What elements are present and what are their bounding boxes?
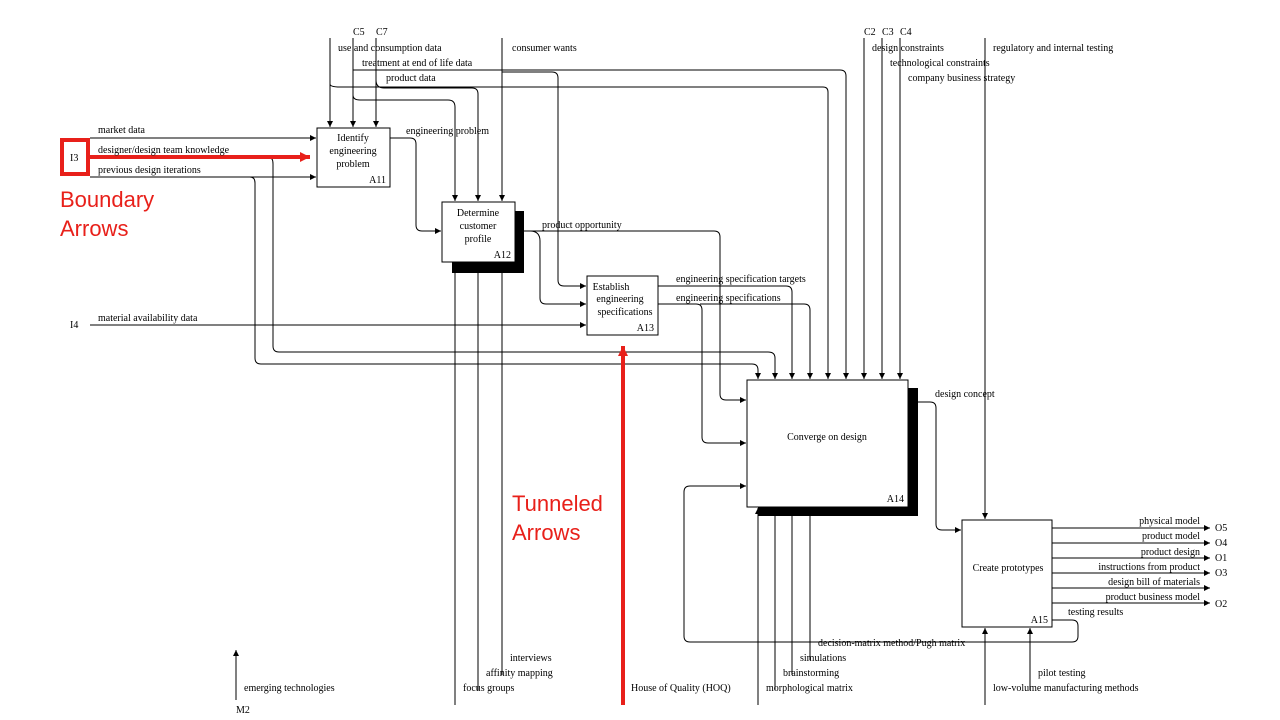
arrow-treatment-a12 (352, 94, 458, 201)
label-product-model: product model (1142, 531, 1200, 542)
code-o4: O4 (1215, 538, 1227, 549)
label-regulatory: regulatory and internal testing (993, 43, 1113, 54)
activity-a14[interactable]: Converge on design A14 (746, 379, 918, 516)
label-design-concept: design concept (935, 389, 995, 400)
label-business-strategy: company business strategy (908, 73, 1015, 84)
label-market-data: market data (98, 125, 145, 136)
label-material-data: material availability data (98, 313, 198, 324)
label-design-constraints: design constraints (872, 43, 944, 54)
code-c3: C3 (882, 27, 894, 38)
activity-a15[interactable]: Create prototypes A15 (961, 519, 1053, 628)
boundary-codes: C5 C7 C2 C3 C4 I3 I4 M2 O5 O4 O1 O3 O2 (70, 27, 1227, 716)
i3-highlight-box (60, 138, 90, 176)
arrow-team-knowledge-a14 (269, 157, 778, 379)
label-focus-groups: focus groups (463, 683, 514, 694)
a15-line-1: Create prototypes (973, 563, 1044, 574)
label-spec-targets: engineering specification targets (676, 274, 806, 285)
a14-line-1: Converge on design (787, 432, 867, 443)
label-hoq: House of Quality (HOQ) (631, 683, 731, 694)
label-brainstorming: brainstorming (783, 668, 839, 679)
red-highlights (60, 138, 628, 705)
arrow-design-concept (908, 401, 961, 533)
arrow-spec-targets (658, 285, 795, 379)
arrow-top-long (353, 69, 849, 379)
label-decision-matrix: decision-matrix method/Pugh matrix (818, 638, 965, 649)
label-low-volume: low-volume manufacturing methods (993, 683, 1139, 694)
code-c5: C5 (353, 27, 365, 38)
label-physical-model: physical model (1139, 516, 1200, 527)
arrow-labels: use and consumption data treatment at en… (98, 43, 1200, 694)
label-specs: engineering specifications (676, 293, 781, 304)
a13-line-3: specifications (598, 307, 653, 318)
a12-id: A12 (494, 250, 511, 261)
a13-id: A13 (637, 323, 654, 334)
arrow-consumer-wants-a14 (502, 71, 586, 289)
arrow-use-consumption-a14 (329, 83, 831, 379)
code-i4: I4 (70, 320, 78, 331)
a13-line-2: engineering (596, 294, 643, 305)
label-product-design: product design (1141, 547, 1200, 558)
arrow-specs-a14-top (700, 303, 813, 379)
arrow-testing-feedback (683, 483, 1079, 643)
label-treatment-eol: treatment at end of life data (362, 58, 473, 69)
arrow-specs (658, 303, 746, 446)
label-product-data: product data (386, 73, 436, 84)
code-o2: O2 (1215, 599, 1227, 610)
a12-line-2: customer (460, 221, 497, 232)
label-bom: design bill of materials (1108, 577, 1200, 588)
label-consumer-wants: consumer wants (512, 43, 577, 54)
label-interviews: interviews (510, 653, 552, 664)
arrow-engineering-problem (390, 137, 441, 234)
label-testing-results: testing results (1068, 607, 1123, 618)
label-team-knowledge: designer/design team knowledge (98, 145, 230, 156)
a12-line-3: profile (465, 234, 492, 245)
a13-line-1: Establish (593, 282, 630, 293)
a11-line-3: problem (336, 159, 370, 170)
arrow-a12-a13 (529, 230, 586, 307)
label-engineering-problem: engineering problem (406, 126, 489, 137)
code-o1: O1 (1215, 553, 1227, 564)
a15-id: A15 (1031, 615, 1048, 626)
callout-boundary-line-2: Arrows (60, 216, 128, 241)
label-emerging-tech: emerging technologies (244, 683, 335, 694)
callout-boundary-line-1: Boundary (60, 187, 154, 212)
label-morphological: morphological matrix (766, 683, 853, 694)
a12-line-1: Determine (457, 208, 500, 219)
label-instructions: instructions from product (1098, 562, 1200, 573)
label-affinity: affinity mapping (486, 668, 553, 679)
label-simulations: simulations (800, 653, 846, 664)
label-technological: technological constraints (890, 58, 990, 69)
activity-a12[interactable]: Determine customer profile A12 (441, 201, 524, 273)
label-previous-iterations: previous design iterations (98, 165, 201, 176)
connector-lines (90, 38, 1210, 705)
a11-id: A11 (369, 175, 386, 186)
callout-tunneled-line-2: Arrows (512, 520, 580, 545)
callout-tunneled-line-1: Tunneled (512, 491, 603, 516)
arrow-product-opportunity (516, 230, 746, 403)
code-i3: I3 (70, 153, 78, 164)
code-o5: O5 (1215, 523, 1227, 534)
label-pilot-testing: pilot testing (1038, 668, 1086, 679)
code-c2: C2 (864, 27, 876, 38)
label-use-consumption: use and consumption data (338, 43, 442, 54)
label-product-opportunity: product opportunity (542, 220, 622, 231)
code-c7: C7 (376, 27, 388, 38)
a11-line-2: engineering (329, 146, 376, 157)
arrow-previous-iterations-a14 (249, 176, 761, 379)
label-business-model: product business model (1106, 592, 1201, 603)
callout-texts: Boundary Arrows Tunneled Arrows (60, 187, 603, 545)
activity-a13[interactable]: Establish engineering specifications A13 (586, 275, 659, 336)
a11-line-1: Identify (337, 133, 369, 144)
code-m2: M2 (236, 705, 250, 716)
code-c4: C4 (900, 27, 912, 38)
arrow-product-data-a12 (375, 79, 481, 201)
code-o3: O3 (1215, 568, 1227, 579)
activity-a11[interactable]: Identify engineering problem A11 (316, 127, 391, 188)
a14-id: A14 (887, 494, 904, 505)
